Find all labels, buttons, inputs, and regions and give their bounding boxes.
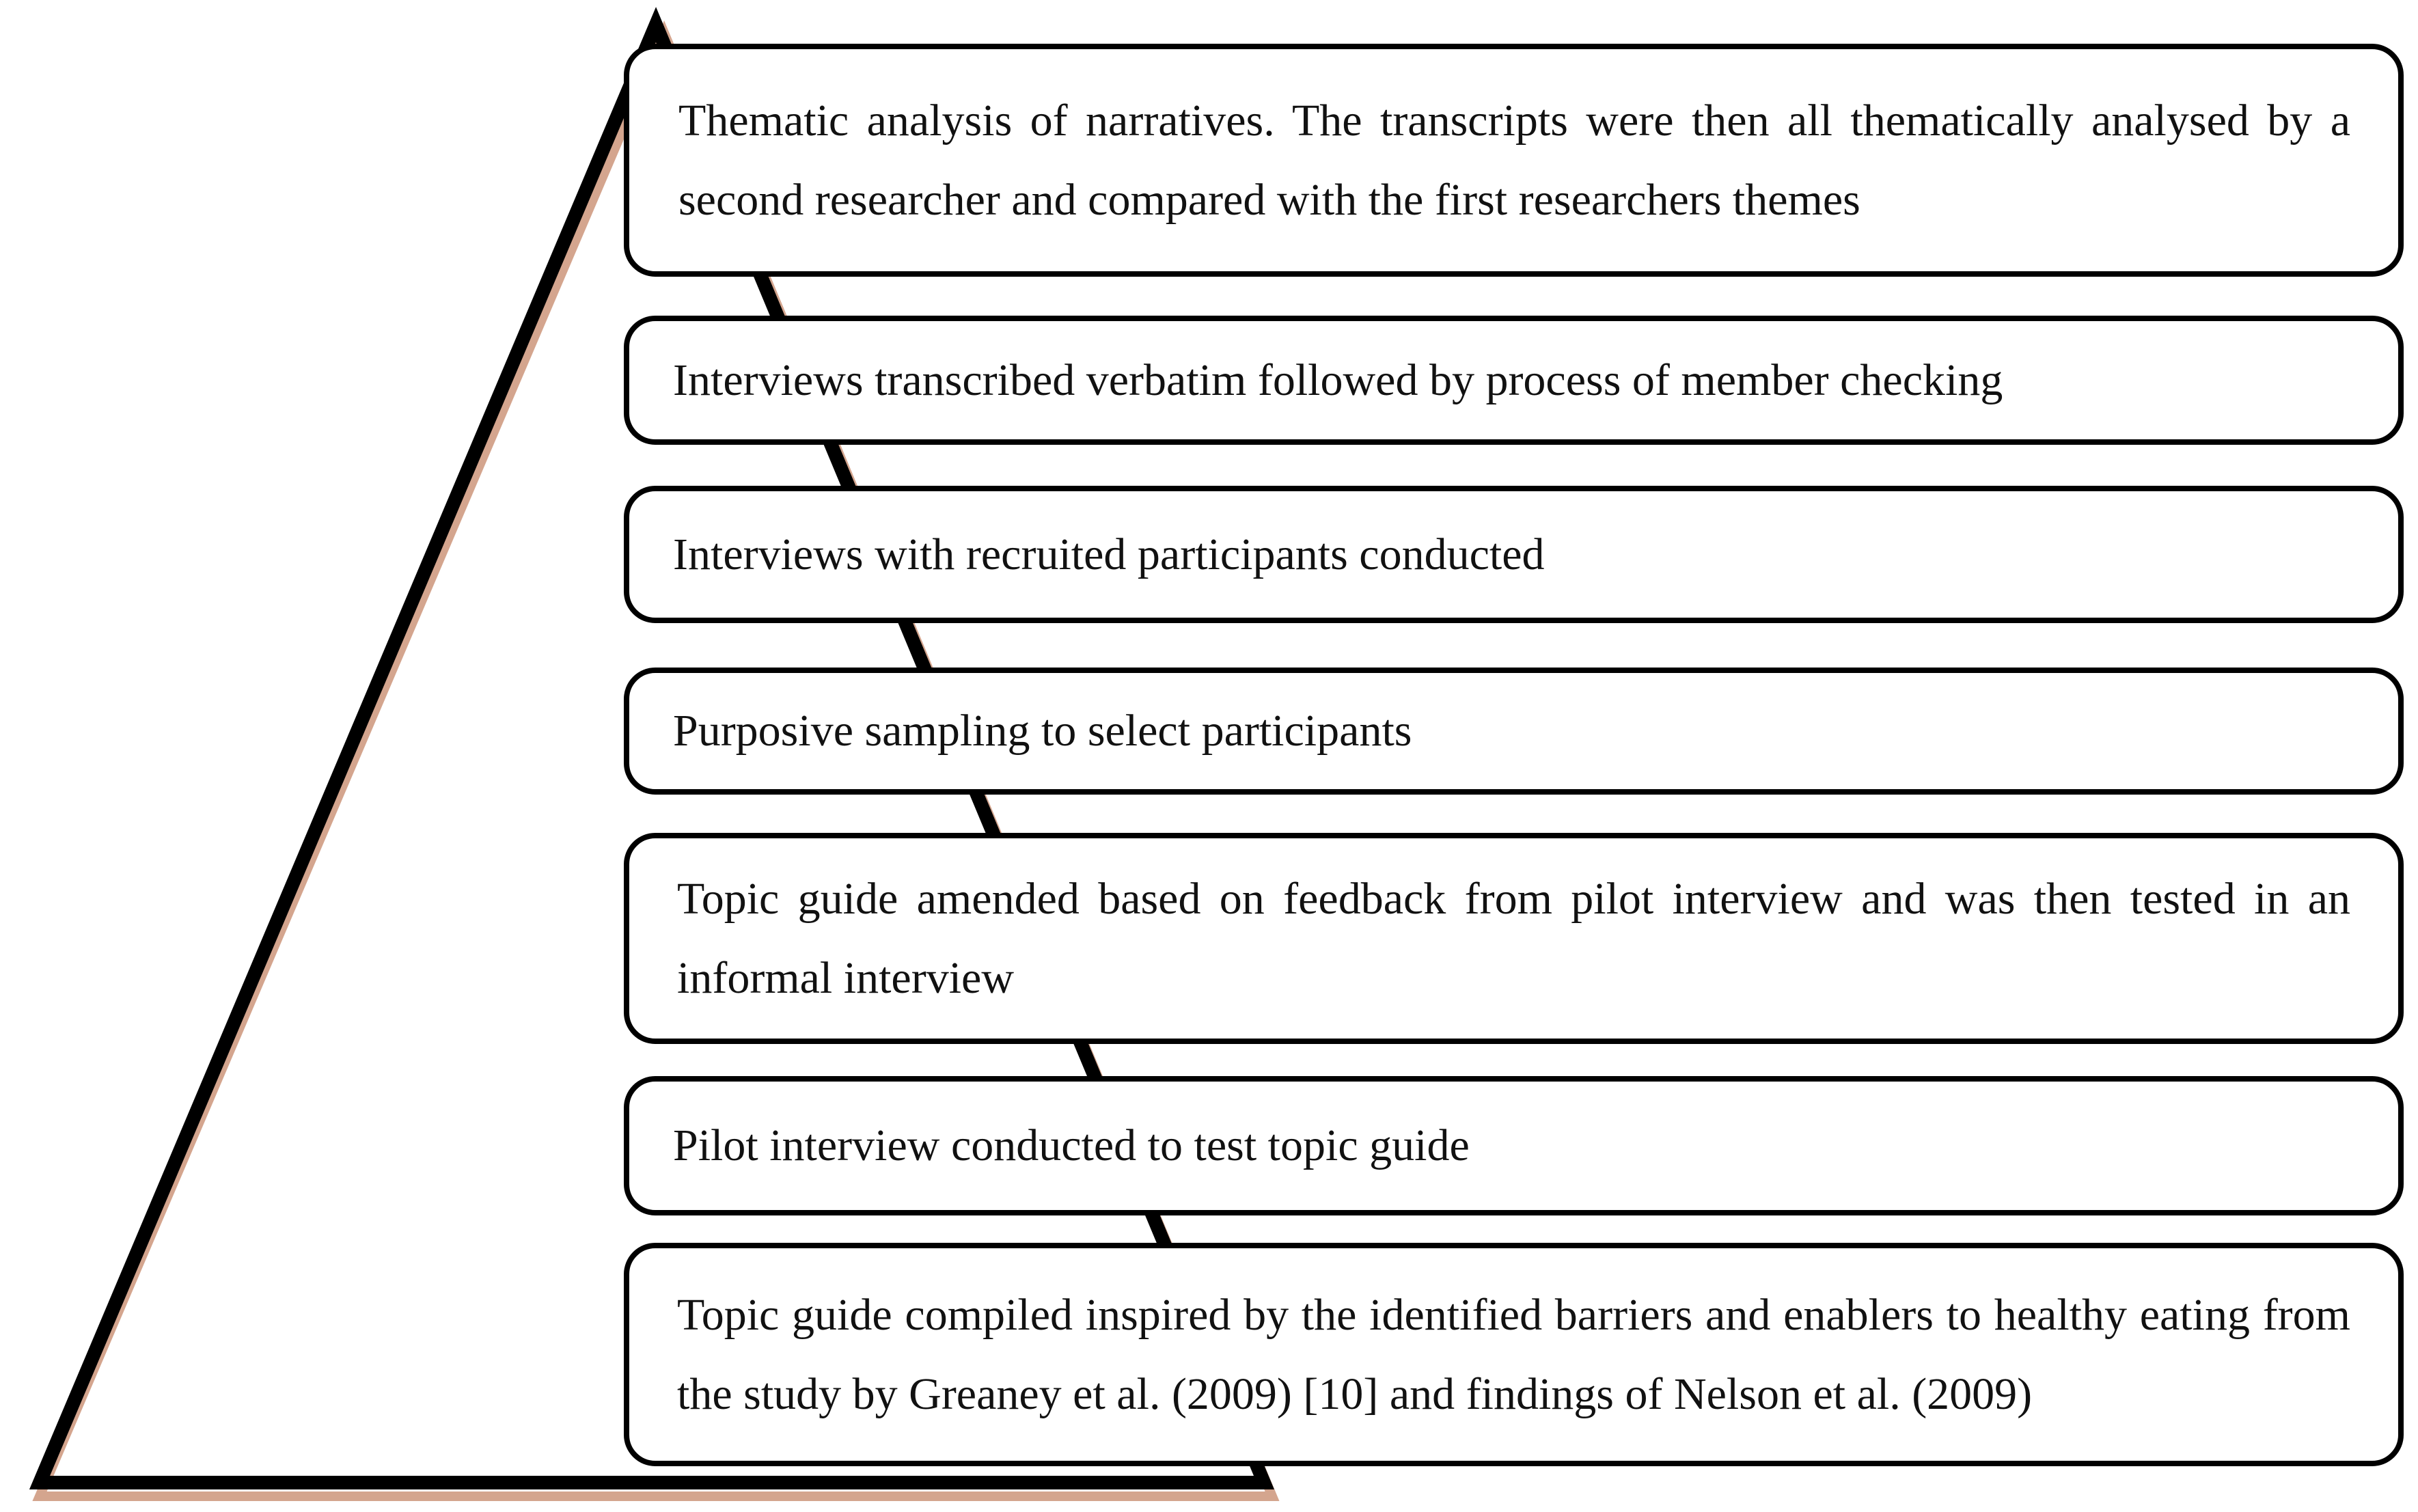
step-label: Thematic analysis of narratives. The tra… bbox=[678, 95, 2350, 225]
step-box-6-transcription: Interviews transcribed verbatim followed… bbox=[624, 316, 2404, 445]
step-box-7-thematic-analysis: Thematic analysis of narratives. The tra… bbox=[624, 44, 2404, 277]
step-label: Interviews transcribed verbatim followed… bbox=[673, 355, 2003, 405]
step-label: Pilot interview conducted to test topic … bbox=[673, 1121, 1470, 1170]
step-label: Topic guide amended based on feedback fr… bbox=[677, 873, 2350, 1003]
step-box-2-pilot-interview: Pilot interview conducted to test topic … bbox=[624, 1076, 2404, 1215]
step-box-1-topic-guide-compiled: Topic guide compiled inspired by the ide… bbox=[624, 1243, 2404, 1466]
step-box-5-interviews: Interviews with recruited participants c… bbox=[624, 486, 2404, 623]
step-label: Interviews with recruited participants c… bbox=[673, 529, 1545, 579]
step-box-3-topic-guide-amended: Topic guide amended based on feedback fr… bbox=[624, 833, 2404, 1044]
step-label: Purposive sampling to select participant… bbox=[673, 706, 1412, 756]
step-label: Topic guide compiled inspired by the ide… bbox=[677, 1289, 2350, 1419]
step-box-4-purposive-sampling: Purposive sampling to select participant… bbox=[624, 668, 2404, 795]
